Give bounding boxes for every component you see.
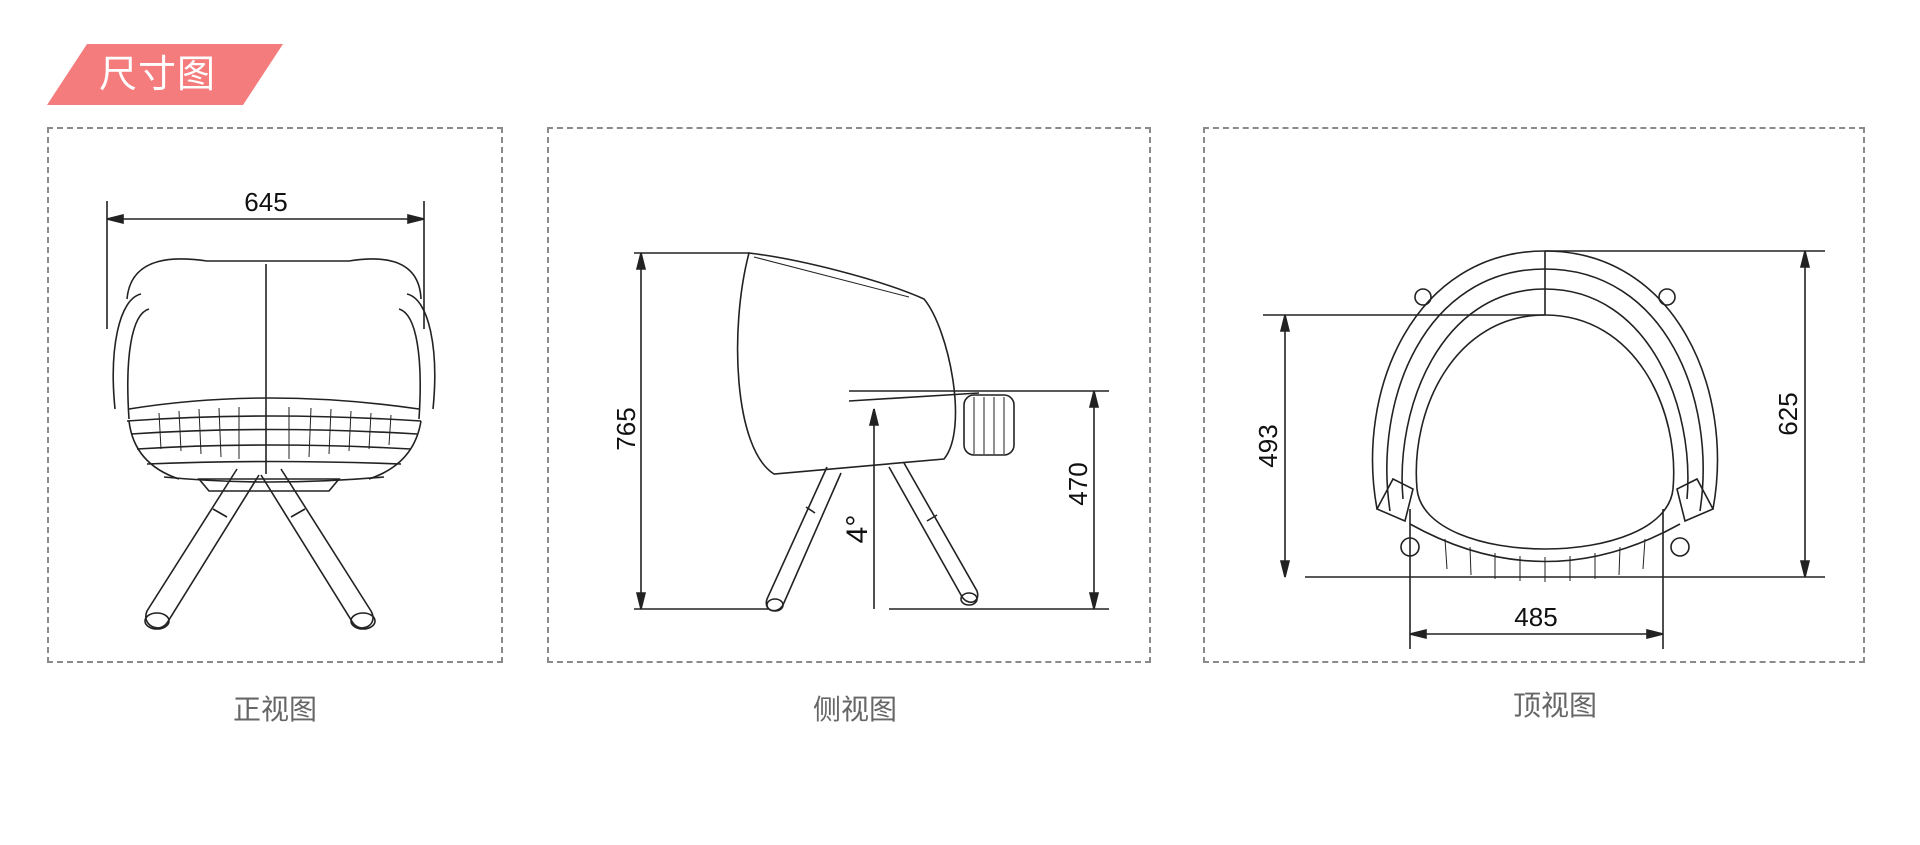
dimension-width: 625 <box>1773 392 1803 435</box>
front-view-caption: 正视图 <box>232 693 317 726</box>
front-view-drawing: 645 <box>106 187 436 630</box>
top-view-panel: 493 625 485 <box>1203 127 1865 663</box>
dimension-angle: 4° <box>841 515 874 544</box>
section-title-tab: 尺寸图 <box>47 44 283 105</box>
top-view-drawing: 493 625 485 <box>1253 250 1825 649</box>
section-title: 尺寸图 <box>99 52 217 96</box>
side-view-drawing: 765 470 4° <box>611 252 1109 612</box>
dimension-width: 645 <box>244 187 287 217</box>
dimension-height: 765 <box>611 407 641 450</box>
dimension-arm-height: 470 <box>1063 462 1093 505</box>
top-view-caption: 顶视图 <box>1512 689 1597 722</box>
side-view-caption: 侧视图 <box>812 693 897 726</box>
dimension-depth: 493 <box>1253 424 1283 467</box>
side-view-panel: 765 470 4° <box>547 127 1151 663</box>
dimension-seat-width: 485 <box>1514 602 1557 632</box>
front-view-panel: 645 <box>47 127 503 663</box>
